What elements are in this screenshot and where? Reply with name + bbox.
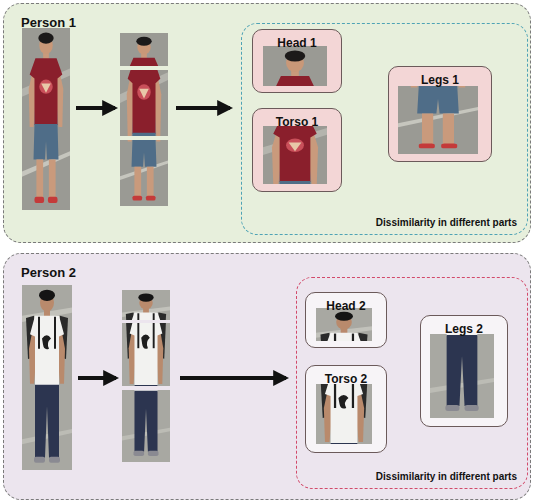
head-crop (316, 308, 372, 457)
node-label: Dissimilarity in different parts (376, 217, 517, 228)
part-box: Torso 2 (305, 365, 387, 453)
person-photo (22, 285, 72, 470)
legs-crop (120, 65, 168, 206)
arrow (180, 376, 286, 380)
legs-crop (430, 238, 494, 418)
parts-group: Dissimilarity in different parts Head 2 To… (296, 277, 528, 489)
part-box: Legs 1 (388, 66, 492, 162)
legs-crop (122, 308, 170, 462)
node-label: Legs 2 (445, 322, 483, 336)
node-label: Dissimilarity in different parts (376, 471, 517, 482)
node-label: Torso 1 (276, 115, 318, 129)
torso-crop (316, 346, 372, 502)
node-label: Torso 2 (325, 372, 367, 386)
parts-group: Dissimilarity in different parts Head 1 To… (241, 23, 528, 235)
part-box: Torso 1 (252, 108, 342, 192)
node-label: Person 1 (21, 15, 76, 30)
arrow (176, 106, 230, 110)
part-box: Legs 2 (420, 315, 508, 427)
person-panel: Person 2 Dissimilarity in different parts… (3, 253, 531, 500)
node-label: Legs 1 (421, 73, 459, 87)
node-label: Head 1 (277, 36, 316, 50)
torso-crop (263, 89, 327, 263)
person-panel: Person 1 Dissimilarity in different parts… (3, 3, 531, 243)
legs-crop (398, 8, 478, 154)
person-photo (22, 28, 70, 210)
head-crop (263, 46, 327, 226)
head-crop (122, 290, 170, 425)
part-box: Head 2 (305, 292, 387, 348)
node-label: Person 2 (21, 265, 76, 280)
arrow (78, 376, 116, 380)
arrow (76, 106, 115, 110)
torso-crop (120, 28, 168, 226)
part-box: Head 1 (252, 29, 342, 93)
node-label: Head 2 (326, 299, 365, 313)
torso-crop (122, 283, 170, 472)
head-crop (120, 33, 168, 182)
